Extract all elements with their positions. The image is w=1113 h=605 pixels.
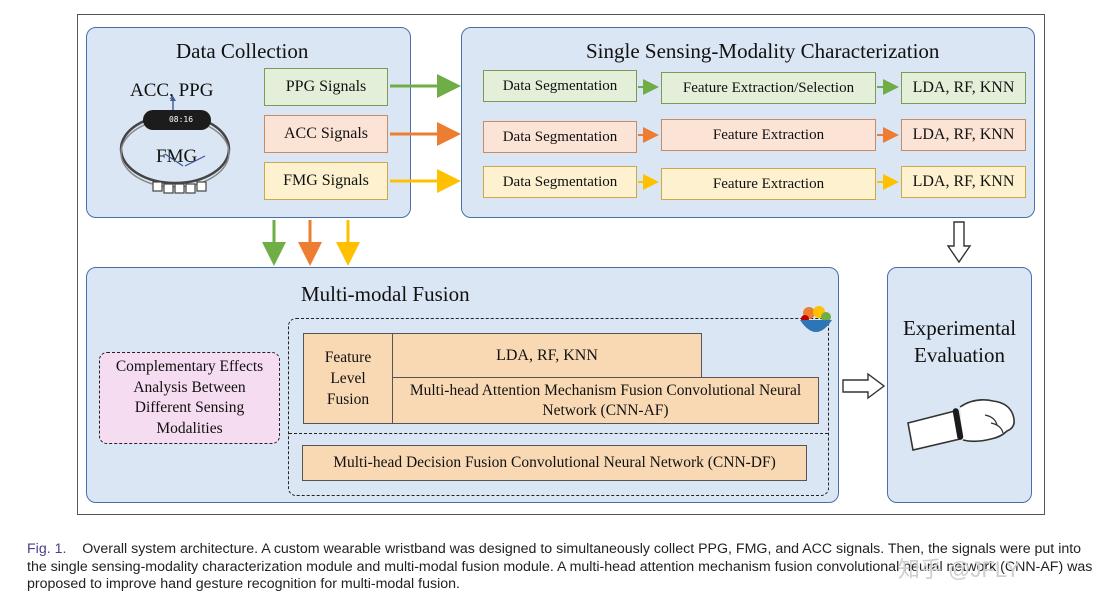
classifier-box: LDA, RF, KNN [901,72,1026,104]
data-collection-title: Data Collection [176,39,309,63]
wristband-icon [119,96,231,194]
complementary-analysis-box: Complementary Effects Analysis Between D… [99,352,280,444]
device-label-fmg: FMG [156,146,198,167]
hand-gesture-icon [907,399,1015,451]
fmg-signals-box: FMG Signals [264,162,388,200]
experimental-evaluation-panel [887,267,1032,503]
multimodal-fusion-title: Multi-modal Fusion [301,282,470,306]
figure-caption: Fig. 1. Overall system architecture. A c… [27,541,1103,594]
caption-text: Overall system architecture. A custom we… [27,541,1093,593]
ppg-signals-box: PPG Signals [264,68,388,106]
data-segmentation-box: Data Segmentation [483,121,637,153]
fusion-region-divider [289,433,828,434]
feature-extraction-box: Feature Extraction [661,119,876,151]
classic-classifiers-box: LDA, RF, KNN [392,333,702,378]
cnn-df-box: Multi-head Decision Fusion Convolutional… [302,445,807,481]
figure-label: Fig. 1. [27,541,67,557]
experimental-evaluation-title: Experimental Evaluation [902,316,1017,367]
feature-selection-box: Feature Extraction/Selection [661,72,876,104]
classifier-box: LDA, RF, KNN [901,119,1026,151]
device-label-acc-ppg: ACC, PPG [130,80,214,101]
watermark: 知乎 @JFLY [898,557,1021,582]
data-segmentation-box: Data Segmentation [483,166,637,198]
cnn-af-box: Multi-head Attention Mechanism Fusion Co… [392,377,819,424]
acc-signals-box: ACC Signals [264,115,388,153]
figure-frame [77,14,1045,515]
connector-arrows [262,74,972,400]
data-segmentation-box: Data Segmentation [483,70,637,102]
fusion-methods-region [288,318,829,496]
feature-extraction-box: Feature Extraction [661,168,876,200]
classifier-box: LDA, RF, KNN [901,166,1026,198]
bowl-icon [800,306,832,332]
feature-level-fusion-box: Feature Level Fusion [303,333,393,424]
single-modality-title: Single Sensing-Modality Characterization [586,39,940,63]
watch-display: 08:16 [168,115,194,124]
